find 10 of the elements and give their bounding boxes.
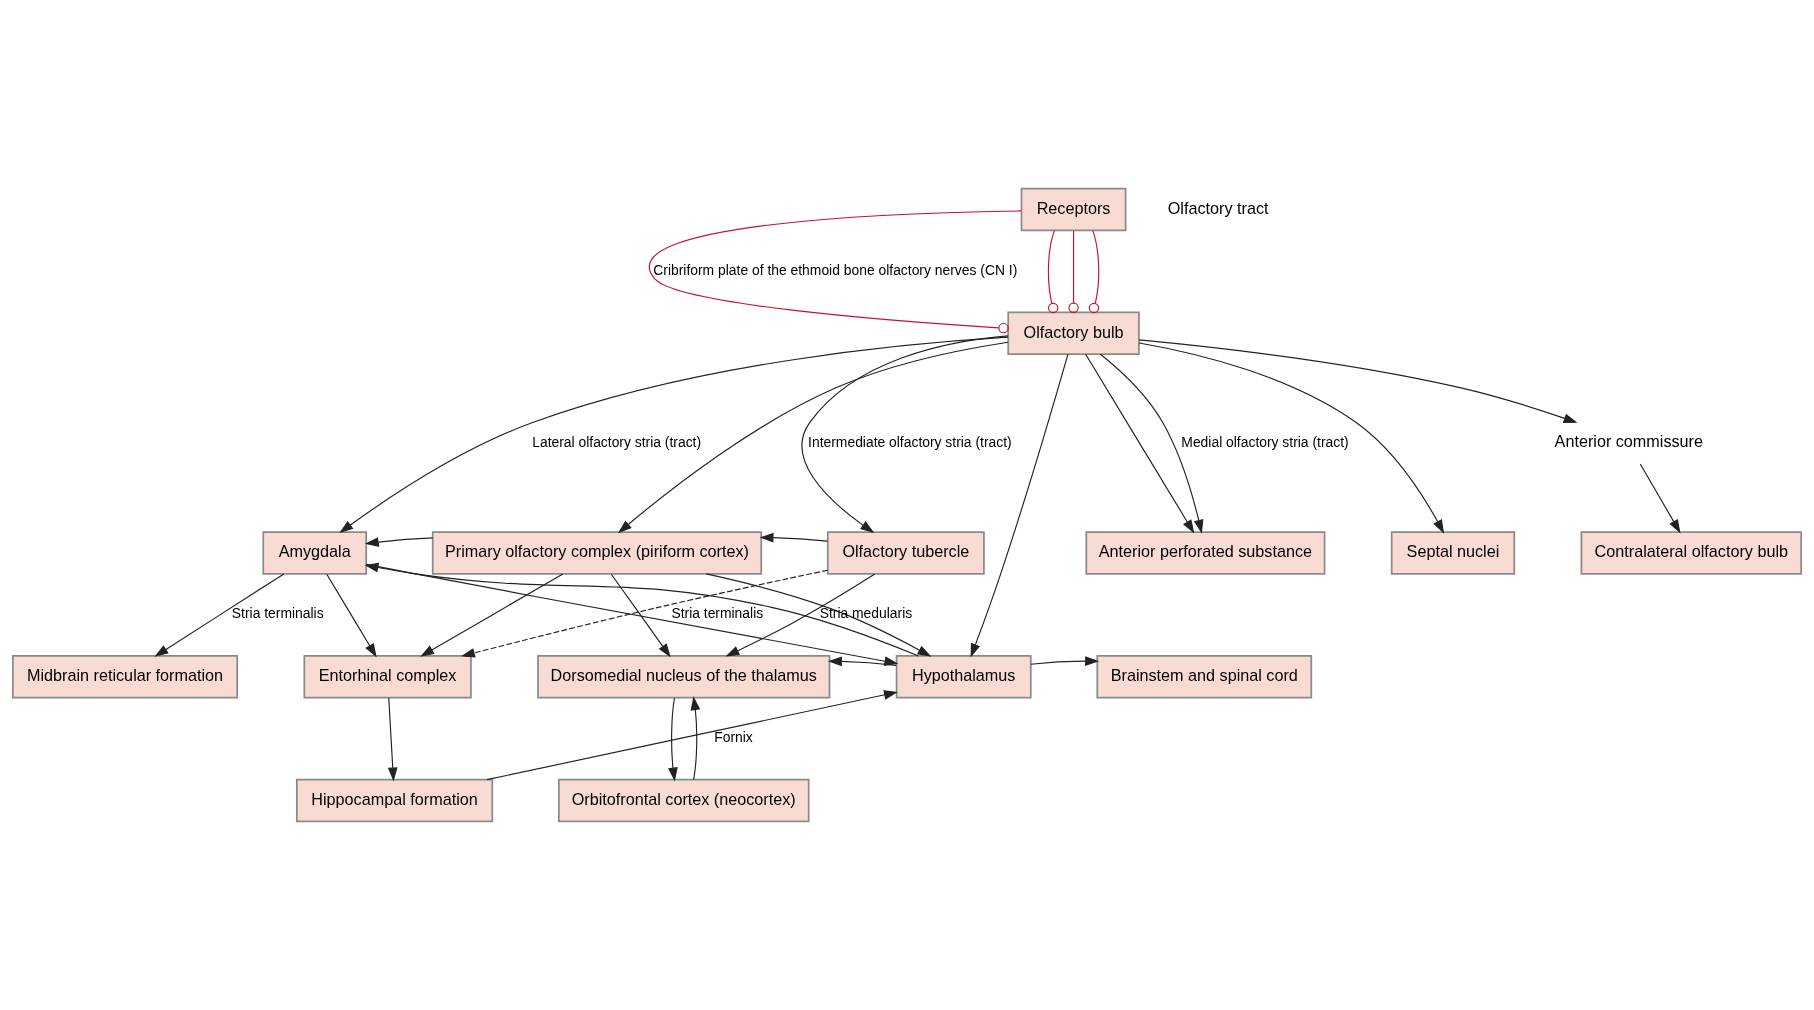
edge-label: Fornix — [714, 729, 753, 746]
edge-label: Stria terminalis — [671, 605, 764, 622]
node-text: Anterior commissure — [1554, 432, 1704, 451]
edge-label: Intermediate olfactory stria (tract) — [808, 433, 1012, 450]
label: Olfactory tract — [1167, 198, 1269, 217]
edge-label: Stria medularis — [819, 605, 913, 622]
edge-label: Lateral olfactory stria (tract) — [532, 433, 702, 450]
edge-label: Stria terminalis — [231, 605, 324, 622]
edge-label: Medial olfactory stria (tract) — [1181, 433, 1349, 450]
edge-label: Cribriform plate of the ethmoid bone olfactory nerves (CN I) — [653, 261, 1018, 278]
